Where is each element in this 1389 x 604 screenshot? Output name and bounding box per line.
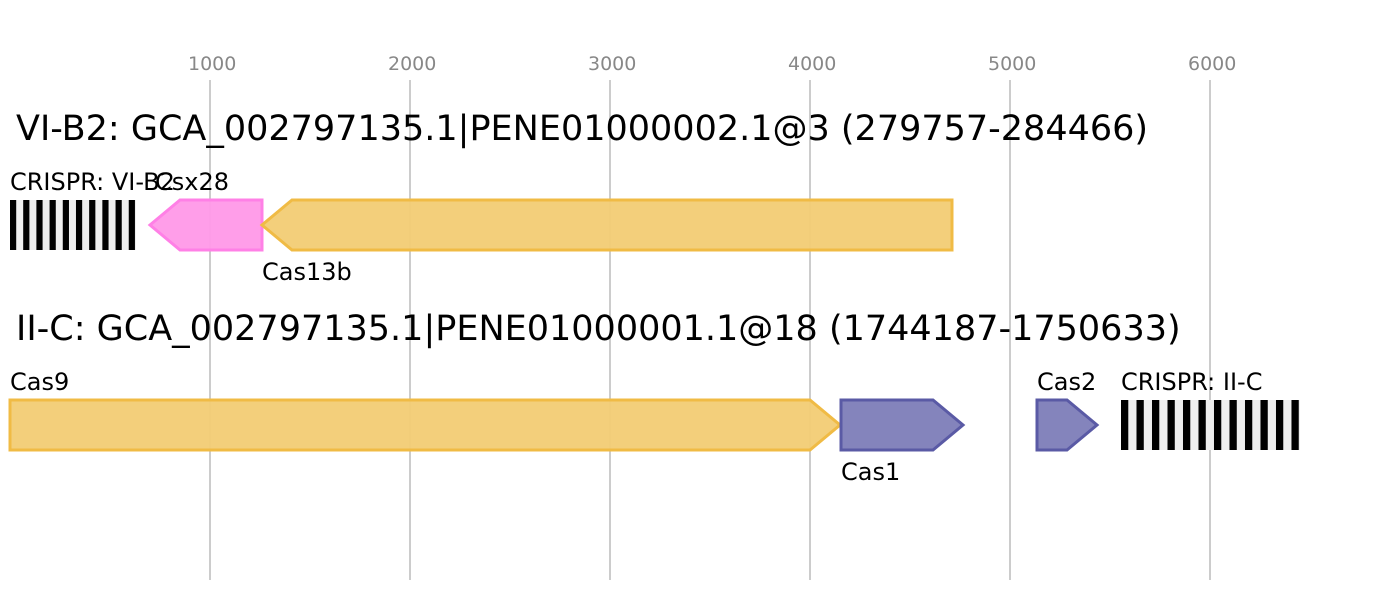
crispr-repeat (115, 200, 122, 250)
crispr-repeat (75, 200, 83, 250)
crispr-repeat (128, 200, 135, 250)
axis-tick-label: 6000 (1188, 53, 1236, 75)
axis-tick-label: 1000 (188, 53, 236, 75)
crispr-repeat (36, 200, 43, 250)
gene-arrow-cas13b (259, 198, 954, 252)
feature-label: Cas2 (1037, 368, 1096, 396)
feature-label: Csx28 (155, 168, 229, 196)
crispr-array-background (10, 200, 136, 250)
crispr-repeat (1291, 400, 1299, 450)
crispr-repeat (1260, 400, 1268, 450)
crispr-repeat (23, 200, 30, 250)
feature-label: Cas13b (262, 258, 352, 286)
crispr-repeat (1229, 400, 1237, 450)
crispr-repeat (89, 200, 96, 250)
crispr-repeat (1136, 400, 1144, 450)
gene-arrow-cas2 (1035, 398, 1100, 452)
crispr-repeat (62, 200, 69, 250)
gene-arrow-cas1 (839, 398, 966, 452)
crispr-repeat (1182, 400, 1191, 450)
crispr-repeat (1244, 400, 1253, 450)
gene-arrow-csx28 (147, 198, 264, 252)
axis-tick-label: 5000 (988, 53, 1036, 75)
gene-arrow-cas9 (8, 398, 843, 452)
locus-title: VI-B2: GCA_002797135.1|PENE01000002.1@3 … (16, 109, 1148, 149)
crispr-repeat (1198, 400, 1206, 450)
axis-tick-label: 3000 (588, 53, 636, 75)
crispr-repeat (1121, 400, 1129, 450)
feature-label: CRISPR: II-C (1121, 368, 1262, 396)
axis-tick-label: 2000 (388, 53, 436, 75)
crispr-array-background (1121, 400, 1300, 450)
crispr-repeat (1151, 400, 1160, 450)
axis-tick-label: 4000 (788, 53, 836, 75)
crispr-repeat (1275, 400, 1284, 450)
feature-label: Cas9 (10, 368, 69, 396)
locus-title: II-C: GCA_002797135.1|PENE01000001.1@18 … (16, 309, 1181, 349)
feature-label: Cas1 (841, 458, 900, 486)
crispr-repeat (1167, 400, 1175, 450)
feature-label: CRISPR: VI-B2 (10, 168, 175, 196)
crispr-repeat (10, 200, 17, 250)
crispr-repeat (1213, 400, 1222, 450)
crispr-repeat (102, 200, 109, 250)
crispr-repeat (49, 200, 56, 250)
